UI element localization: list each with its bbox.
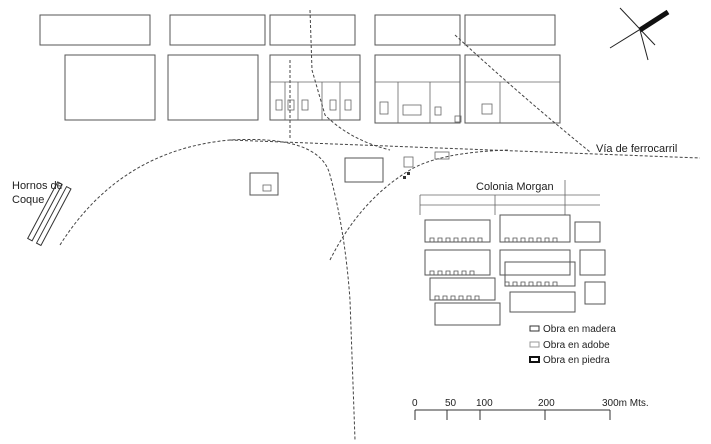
- scale-tick-0: 0: [412, 398, 418, 409]
- legend-label-adobe: Obra en adobe: [543, 340, 610, 351]
- coke-ovens-label-line1: Hornos de: [12, 180, 63, 192]
- legend-label-piedra: Obra en piedra: [543, 355, 610, 366]
- legend: Obra en madera Obra en adobe Obra en pie…: [529, 324, 616, 366]
- scale-tick-50: 50: [445, 398, 457, 409]
- coke-ovens-label-line2: Coque: [12, 194, 44, 206]
- scale-tick-200: 200: [538, 398, 555, 409]
- railway-label: Vía de ferrocarril: [596, 143, 677, 155]
- scale-tick-100: 100: [476, 398, 493, 409]
- legend-swatch-madera: [529, 325, 540, 332]
- legend-swatch-piedra: [529, 356, 540, 363]
- colony-label: Colonia Morgan: [476, 181, 554, 193]
- scale-bar: 0 50 100 200 300m Mts.: [412, 398, 649, 420]
- coke-ovens: [27, 181, 72, 247]
- town-blocks: [39, 14, 561, 124]
- scale-tick-300: 300m Mts.: [602, 398, 649, 409]
- north-arrow-icon: [609, 7, 670, 61]
- colonia-morgan-blocks: [419, 180, 606, 326]
- legend-swatch-adobe: [529, 341, 540, 348]
- central-buildings: [249, 151, 450, 196]
- legend-label-madera: Obra en madera: [543, 324, 616, 335]
- dashed-roads: [59, 9, 701, 441]
